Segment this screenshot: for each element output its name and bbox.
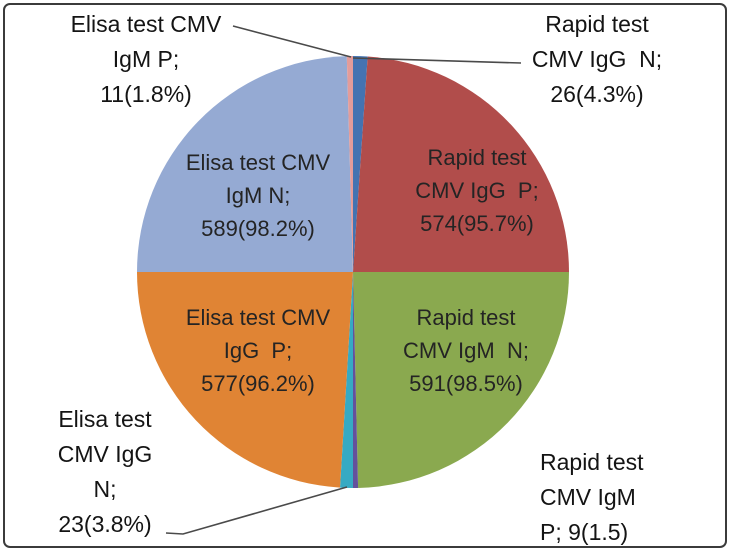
pie-slice-elisa-test-cmv-igg-p xyxy=(137,272,353,488)
slice-label-elisa-test-cmv-igm-p: Elisa test CMV IgM P; 11(1.8%) xyxy=(70,11,222,107)
slice-label-elisa-test-cmv-igg-p: Elisa test CMV IgG P; 577(96.2%) xyxy=(185,305,331,396)
pie-slice-rapid-test-cmv-igm-p xyxy=(353,272,359,488)
leader-line-rapid-test-cmv-igg-n xyxy=(352,57,522,64)
pie-slice-rapid-test-cmv-igm-n xyxy=(353,272,569,488)
slice-label-rapid-test-cmv-igm-p: Rapid test CMV IgM P; 9(1.5) xyxy=(540,449,644,545)
pie-slice-rapid-test-cmv-igg-p xyxy=(353,56,569,272)
pie-slice-rapid-test-cmv-igg-n xyxy=(353,56,368,272)
leader-line-elisa-test-cmv-igg-n xyxy=(165,486,348,535)
slice-label-rapid-test-cmv-igm-n: Rapid test CMV IgM N; 591(98.5%) xyxy=(403,305,529,396)
slice-label-rapid-test-cmv-igg-n: Rapid test CMV IgG N; 26(4.3%) xyxy=(531,11,663,107)
leader-line-elisa-test-cmv-igm-p xyxy=(232,25,352,58)
slice-label-elisa-test-cmv-igm-n: Elisa test CMV IgM N; 589(98.2%) xyxy=(185,150,331,241)
pie-slice-elisa-test-cmv-igm-n xyxy=(137,56,353,273)
pie-slice-elisa-test-cmv-igm-p xyxy=(346,56,353,272)
slice-label-rapid-test-cmv-igg-p: Rapid test CMV IgG P; 574(95.7%) xyxy=(415,145,539,236)
pie-slice-elisa-test-cmv-igg-n xyxy=(340,272,353,489)
slice-label-elisa-test-cmv-igg-n: Elisa test CMV IgG N; 23(3.8%) xyxy=(57,406,153,537)
